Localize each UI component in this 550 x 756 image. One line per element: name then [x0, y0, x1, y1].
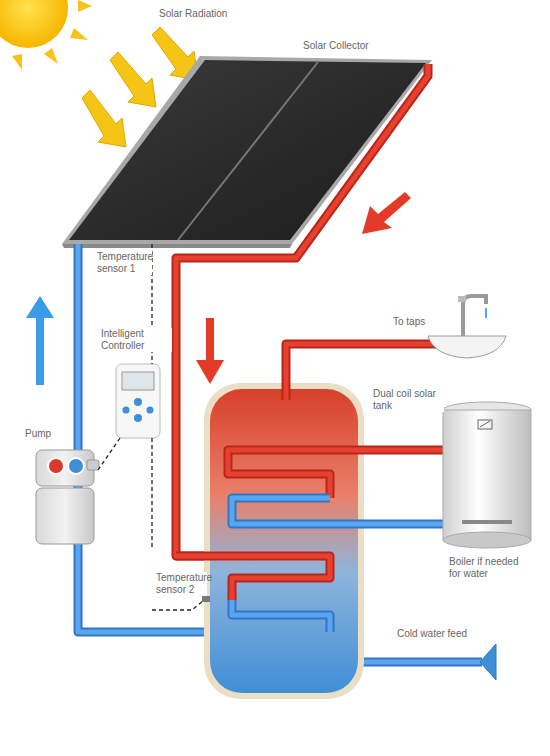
sensor-2	[202, 596, 210, 602]
boiler	[443, 402, 531, 548]
cold-feed-pipe	[360, 644, 496, 680]
title-label: Solar Radiation	[158, 8, 228, 20]
sensor-label: Temperature sensor 1	[96, 251, 152, 275]
part-label: Boiler if needed for water	[448, 556, 520, 580]
sensor-wires	[98, 244, 204, 610]
sensor-label: Temperature sensor 2	[155, 572, 207, 596]
part-label: Pump	[24, 428, 52, 440]
part-label: Dual coil solar tank	[372, 388, 444, 412]
pump	[36, 450, 99, 544]
dual-coil-tank	[204, 383, 364, 699]
tank-coils	[176, 450, 444, 632]
flow-arrows	[26, 192, 411, 385]
part-label: Intelligent Controller	[100, 328, 172, 352]
sun	[0, 0, 92, 70]
part-label: To taps	[392, 316, 426, 328]
part-label: Cold water feed	[396, 628, 468, 640]
controller	[116, 364, 160, 438]
sink	[428, 296, 506, 358]
part-label: Solar Collector	[302, 40, 370, 52]
